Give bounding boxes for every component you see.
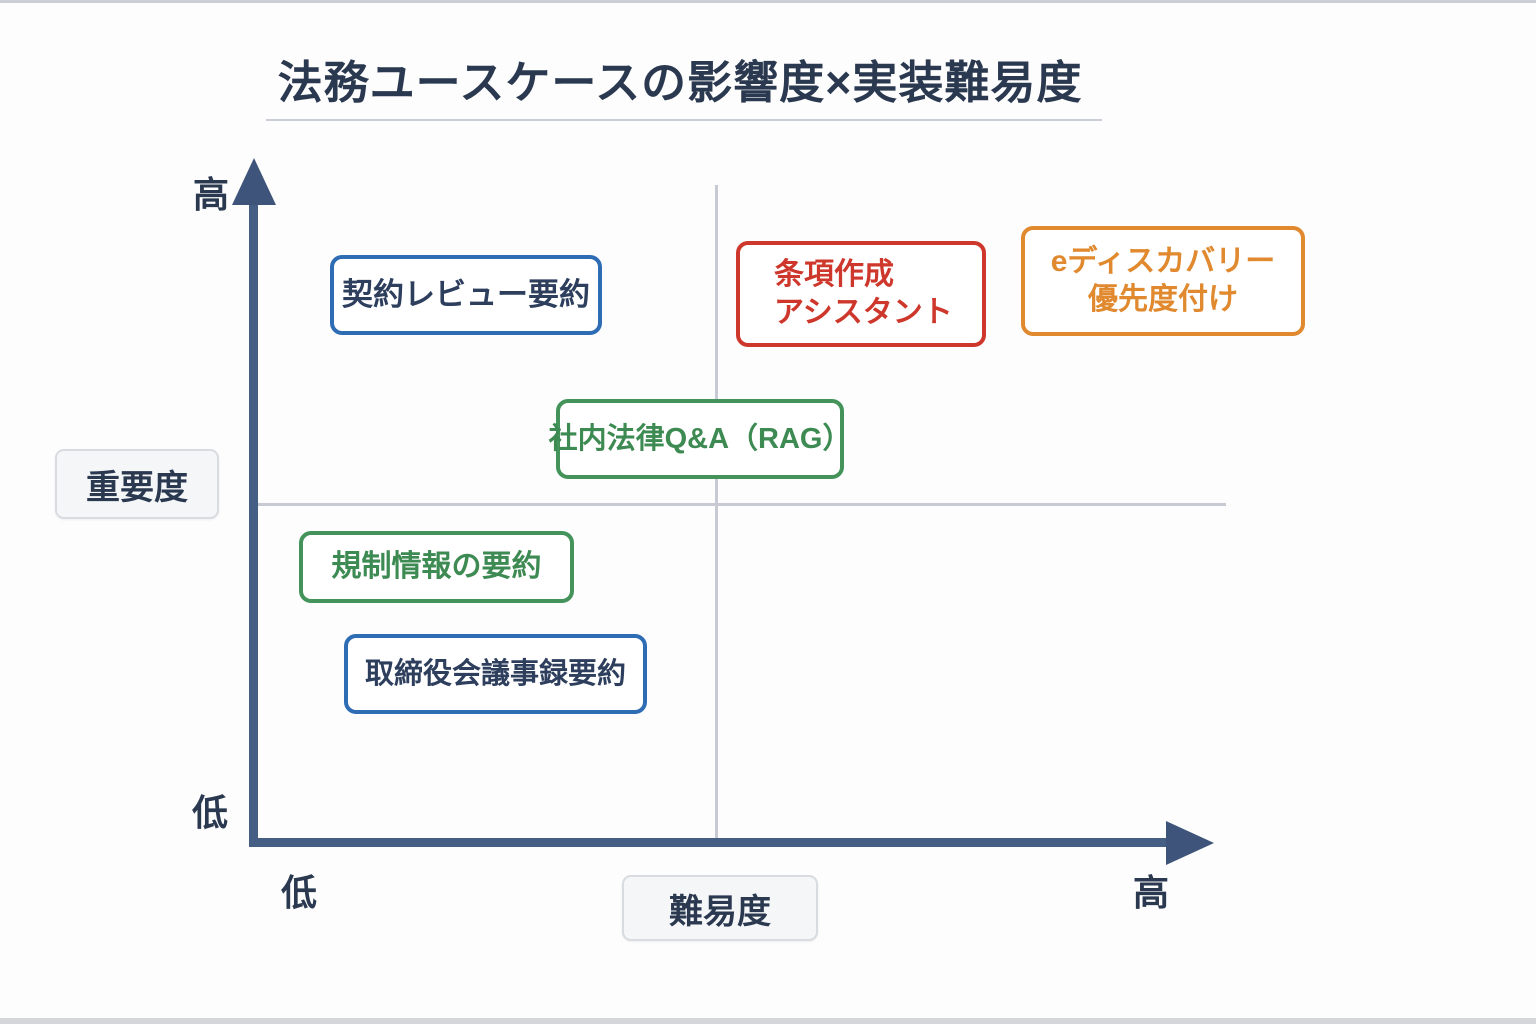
x-axis-line [249,838,1174,847]
quadrant-vertical-gridline [715,185,718,838]
usecase-label: 規制情報の要約 [331,550,542,583]
y-axis-low-label: 低 [192,792,229,833]
x-axis-arrow-icon [1166,821,1214,865]
usecase-board-minutes-summary: 取締役会議事録要約 [344,634,647,714]
y-axis-high-label: 高 [193,174,230,215]
quadrant-horizontal-gridline [252,503,1226,506]
page-title: 法務ユースケースの影響度×実装難易度 [277,57,1083,108]
x-axis-title-chip: 難易度 [622,875,818,941]
usecase-internal-legal-qa-rag: 社内法律Q&A（RAG） [549,399,851,479]
usecase-label: 取締役会議事録要約 [364,658,626,690]
y-axis-title-chip: 重要度 [55,449,219,519]
top-edge-strip [0,0,1536,3]
usecase-label-line1: 条項作成 [774,258,894,291]
usecase-regulatory-info-summary: 規制情報の要約 [299,531,574,603]
usecase-label-line2: 優先度付け [1088,283,1238,316]
usecase-label: 社内法律Q&A（RAG） [548,423,852,455]
x-axis-high-label: 高 [1133,872,1170,913]
usecase-label-line2: アシスタント [774,296,953,329]
usecase-label-line1: eディスカバリー [1050,245,1276,278]
usecase-clause-drafting-assistant: 条項作成 アシスタント [736,241,986,347]
title-underline [266,119,1102,121]
x-axis-low-label: 低 [281,872,318,913]
usecase-ediscovery-prioritization: eディスカバリー 優先度付け [1021,226,1305,336]
y-axis-line [249,200,258,845]
usecase-label: 契約レビュー要約 [342,277,590,312]
bottom-edge-strip [0,1018,1536,1024]
usecase-contract-review-summary: 契約レビュー要約 [330,255,602,335]
y-axis-arrow-icon [232,158,276,205]
